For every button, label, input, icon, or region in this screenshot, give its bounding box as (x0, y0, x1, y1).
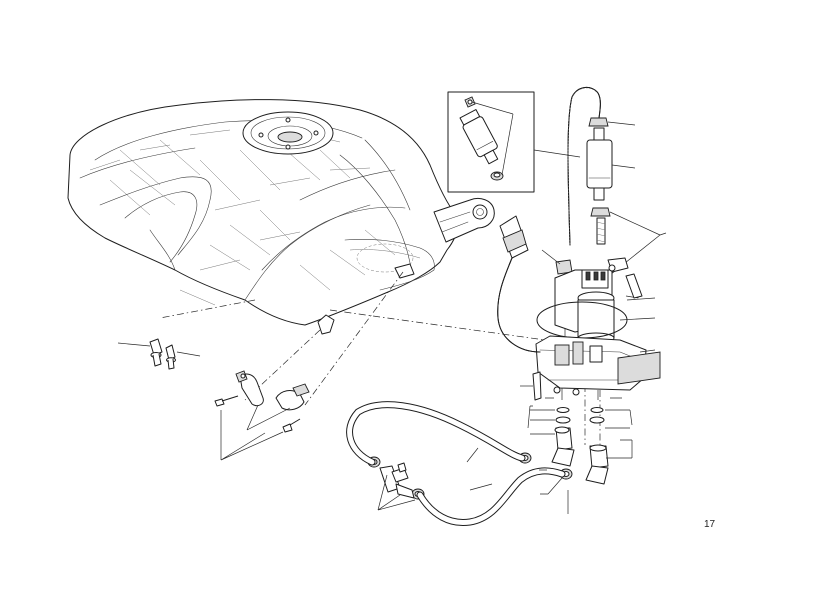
seals-and-washers (527, 405, 633, 435)
mounting-clips-and-screws (214, 370, 310, 461)
fuel-tank (67, 99, 495, 335)
elbow-fittings (551, 426, 633, 485)
page-number: 17 (704, 519, 716, 530)
fuel-pump-assembly (520, 249, 661, 401)
fuel-filter-inset (447, 91, 581, 193)
pump-wiring-connector (497, 215, 541, 353)
assembly-centerlines (159, 271, 601, 445)
fuel-return-hose-upper (567, 87, 661, 276)
vent-fittings (117, 338, 201, 370)
fuel-hoses-lower (346, 401, 566, 527)
t-joint-fitting (377, 462, 416, 511)
reference-leaders (567, 232, 667, 514)
